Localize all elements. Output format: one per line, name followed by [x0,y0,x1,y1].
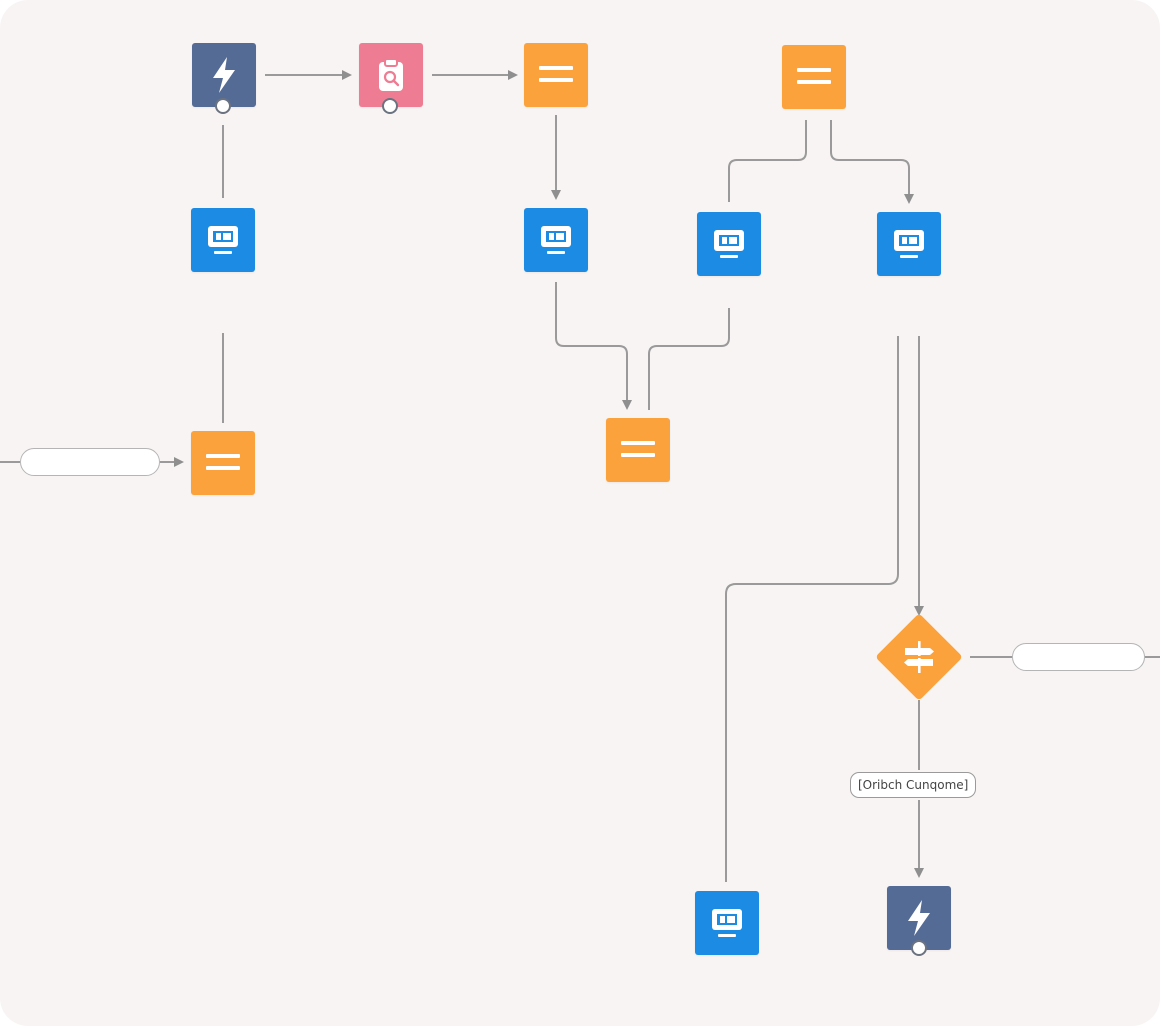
connector-assignment-b-to-screen-right-a [728,120,807,202]
screen-node-right-a[interactable] [697,212,761,276]
trigger-node-bottom[interactable] [887,886,951,950]
screen-node-mid[interactable] [524,208,588,272]
trigger-top-connector-handle[interactable] [215,98,231,114]
clipboard-search-icon [379,58,403,91]
assignment-node-merge[interactable] [606,418,670,482]
connector-screen-right-b-to-screen-bottom [725,336,899,882]
connector-screen-mid-to-merge [555,282,632,410]
equals-icon [539,66,573,82]
lightning-bolt-icon [213,57,235,93]
screen-node-bottom[interactable] [695,891,759,955]
decision-outcome-label[interactable]: [Oribch Cunqome] [850,772,977,798]
connector-screen-right-a-to-merge [648,308,730,410]
equals-icon [621,441,655,457]
equals-icon [206,454,240,470]
monitor-icon [714,230,744,258]
screen-node-right-b[interactable] [877,212,941,276]
monitor-icon [894,230,924,258]
monitor-icon [541,226,571,254]
trigger-bottom-connector-handle[interactable] [911,940,927,956]
monitor-icon [208,226,238,254]
right-outcome-pill[interactable] [1012,643,1145,671]
trigger-node-top[interactable] [192,43,256,107]
connector-assignment-b-to-screen-right-b [830,120,914,204]
assignment-node-left[interactable] [191,431,255,495]
record-lookup-node[interactable] [359,43,423,107]
lookup-connector-handle[interactable] [382,98,398,114]
left-start-pill[interactable] [20,448,160,476]
assignment-node-b[interactable] [782,45,846,109]
equals-icon [797,68,831,84]
screen-node-left[interactable] [191,208,255,272]
monitor-icon [712,909,742,937]
lightning-bolt-icon [908,900,930,936]
assignment-node-a[interactable] [524,43,588,107]
